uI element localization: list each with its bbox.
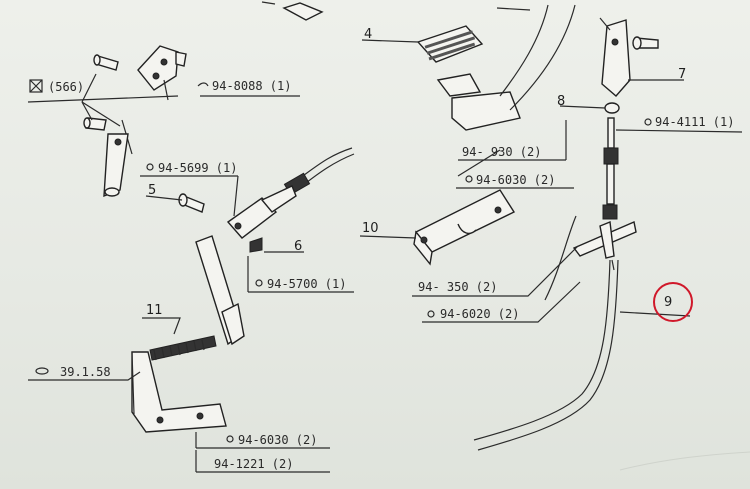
ref-8088 [197,82,300,97]
pin-5 [145,193,205,213]
box-icon-566 [29,79,43,93]
clevis-assembly-top [27,45,187,155]
ref-label-6030a: 94-6030 (2) [476,173,555,187]
part-number-9: 9 [664,295,672,310]
ref-6030a [456,175,574,189]
ref-930 [457,120,567,177]
part-number-7: 7 [678,67,686,82]
ref-label-1221: 94-1221 (2) [214,457,293,471]
threaded-rod [602,117,619,220]
ref-label-350: 94- 350 (2) [418,280,497,294]
page-shadow [619,451,750,471]
ref-350 [412,245,579,297]
ref-label-6030b: 94-6030 (2) [238,433,317,447]
clip-6 [249,237,304,253]
ref-label-5699: 94-5699 (1) [158,161,237,175]
ref-label-930: 94- 930 (2) [462,145,541,159]
ref-label-4111: 94-4111 (1) [655,115,734,129]
lower-arm [195,235,245,346]
lever-arm-left [103,133,129,198]
part-number-11: 11 [146,303,163,318]
spring-11 [142,317,217,361]
part-number-5: 5 [148,183,156,198]
ref-label-6020: 94-6020 (2) [440,307,519,321]
highlight-circle [653,282,693,322]
ref-5699 [140,163,239,217]
cable-callout [619,311,691,317]
cable-bracket [572,221,637,259]
part-number-6: 6 [294,239,302,254]
part-number-10: 10 [362,221,379,236]
lower-bracket [131,351,227,433]
ref-label-3915: 39.1.58 [60,365,111,379]
ref-1221 [195,450,330,473]
part-number-8: 8 [557,94,565,109]
ref-6030b [195,432,330,449]
part-number-4: 4 [364,27,372,42]
pedal-assembly [361,4,576,131]
ref-label-566: (566) [48,80,84,94]
cable-9 [473,215,619,451]
ref-4111 [615,118,743,133]
lever-7 [599,17,684,97]
bolt-8 [559,102,620,114]
ref-label-5700: 94-5700 (1) [267,277,346,291]
ref-label-8088: 94-8088 (1) [212,79,291,93]
top-small-part [261,1,324,21]
ref-6020 [422,281,581,323]
bracket-10 [359,189,516,266]
ref-5700 [247,256,354,293]
cable-end-assembly [226,147,355,239]
ref-3915 [28,367,141,381]
